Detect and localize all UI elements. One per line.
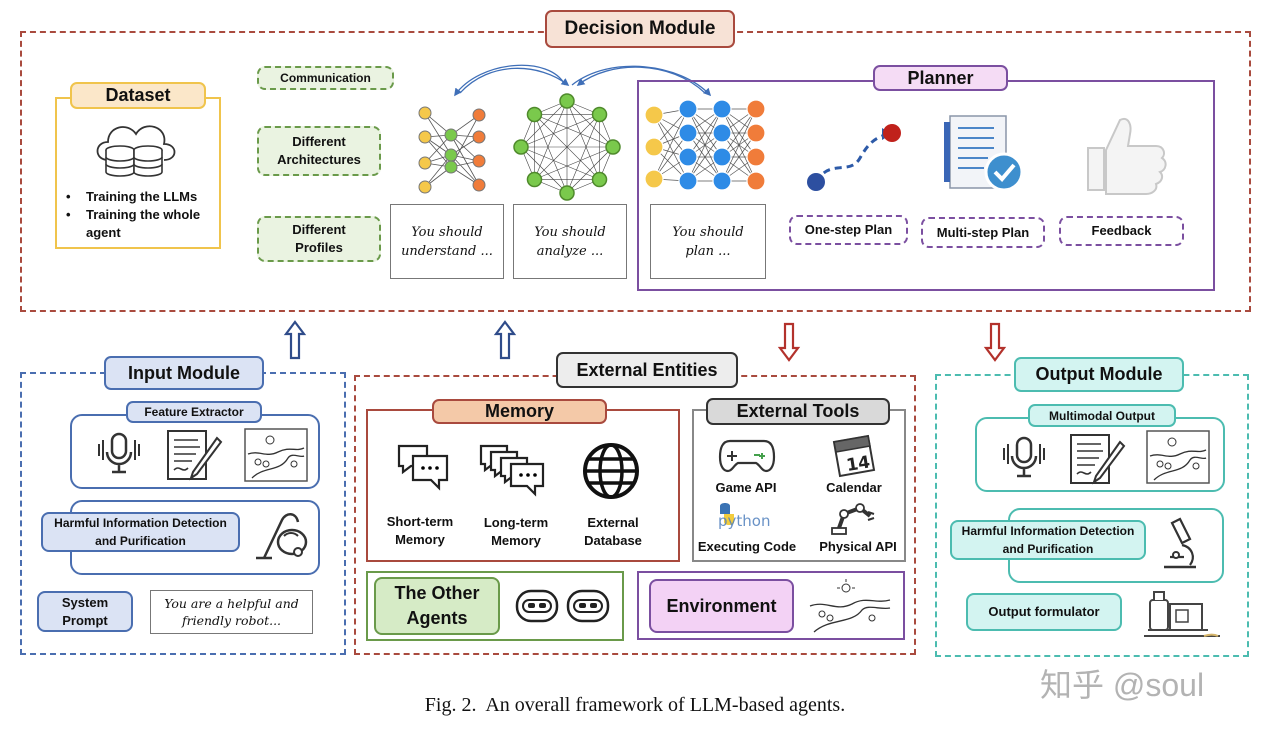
python-logo-icon: python [718, 503, 770, 530]
system-prompt-tag: System Prompt [37, 591, 133, 632]
database-cloud-icon [96, 125, 176, 177]
neural-network-icon-2 [644, 99, 766, 191]
mesh-network-icon [513, 93, 621, 201]
gamepad-icon [718, 439, 776, 473]
down-arrow-output [983, 322, 1007, 362]
output-landscape-icon [1146, 430, 1210, 484]
environment-landscape-icon [809, 579, 891, 633]
multimodal-output-tag: Multimodal Output [1028, 404, 1176, 427]
other-agents-tag: The Other Agents [374, 577, 500, 635]
output-formulator-tag: Output formulator [966, 593, 1122, 631]
other-agents-box [366, 571, 624, 641]
vacuum-cleaner-icon [256, 513, 308, 560]
landscape-sketch-icon [244, 428, 308, 482]
communication-arrows [454, 64, 712, 97]
feature-extractor-tag: Feature Extractor [126, 401, 262, 423]
decision-module-title: Decision Module [545, 10, 735, 48]
note-analyze: You should analyze ... [513, 204, 627, 279]
note-understand: You should understand ... [390, 204, 504, 279]
calendar-label: Calendar [826, 480, 882, 495]
input-harmful-tag: Harmful Information Detection and Purifi… [41, 512, 240, 552]
system-prompt-text: You are a helpful and friendly robot... [150, 590, 313, 634]
different-architectures-tag: Different Architectures [257, 126, 381, 176]
down-arrow-external [777, 322, 801, 362]
figure-caption: Fig. 2. An overall framework of LLM-base… [424, 694, 846, 716]
long-term-memory-label: Long-term Memory [483, 515, 549, 548]
communication-tag: Communication [257, 66, 394, 90]
up-arrow-input [283, 320, 307, 360]
note-plan: You should plan ... [650, 204, 766, 279]
external-entities-title: External Entities [556, 352, 738, 388]
watermark: 知乎 @soul [1040, 667, 1205, 703]
executing-code-label: Executing Code [697, 539, 797, 554]
svg-text:14: 14 [845, 452, 872, 475]
lab-machine-icon [1144, 591, 1220, 637]
svg-text:python: python [718, 512, 770, 530]
short-term-memory-icon [397, 444, 449, 491]
external-tools-title: External Tools [706, 398, 890, 425]
physical-api-label: Physical API [819, 539, 897, 554]
dataset-box [55, 97, 221, 249]
one-step-plan-icon [807, 124, 901, 191]
neural-network-icon-1 [418, 106, 486, 194]
dataset-title: Dataset [70, 82, 206, 109]
short-term-memory-label: Short-term Memory [386, 514, 454, 547]
feedback-tag: Feedback [1059, 216, 1184, 246]
external-database-label: External Database [584, 515, 642, 548]
planner-title: Planner [873, 65, 1008, 91]
robot-face-icon-1 [515, 589, 559, 623]
one-step-plan-tag: One-step Plan [789, 215, 908, 245]
calendar-icon: 14 [832, 434, 876, 478]
thumbs-up-icon [1087, 118, 1167, 195]
memory-title: Memory [432, 399, 607, 424]
robot-arm-icon [831, 503, 875, 535]
checklist-icon [944, 115, 1024, 192]
output-microphone-icon [1003, 436, 1045, 478]
microphone-icon [98, 432, 140, 474]
output-document-pen-icon [1070, 434, 1126, 485]
up-arrow-external [493, 320, 517, 360]
different-profiles-tag: Different Profiles [257, 216, 381, 262]
globe-database-icon [583, 443, 639, 499]
environment-box [637, 571, 905, 640]
output-module-title: Output Module [1014, 357, 1184, 392]
robot-face-icon-2 [566, 589, 610, 623]
long-term-memory-icon [479, 444, 545, 497]
game-api-label: Game API [715, 480, 777, 495]
output-harmful-tag: Harmful Information Detection and Purifi… [950, 520, 1146, 560]
input-module-title: Input Module [104, 356, 264, 390]
multi-step-plan-tag: Multi-step Plan [921, 217, 1045, 248]
environment-tag: Environment [649, 579, 794, 633]
document-pen-icon [167, 430, 223, 481]
microscope-icon [1164, 517, 1196, 569]
